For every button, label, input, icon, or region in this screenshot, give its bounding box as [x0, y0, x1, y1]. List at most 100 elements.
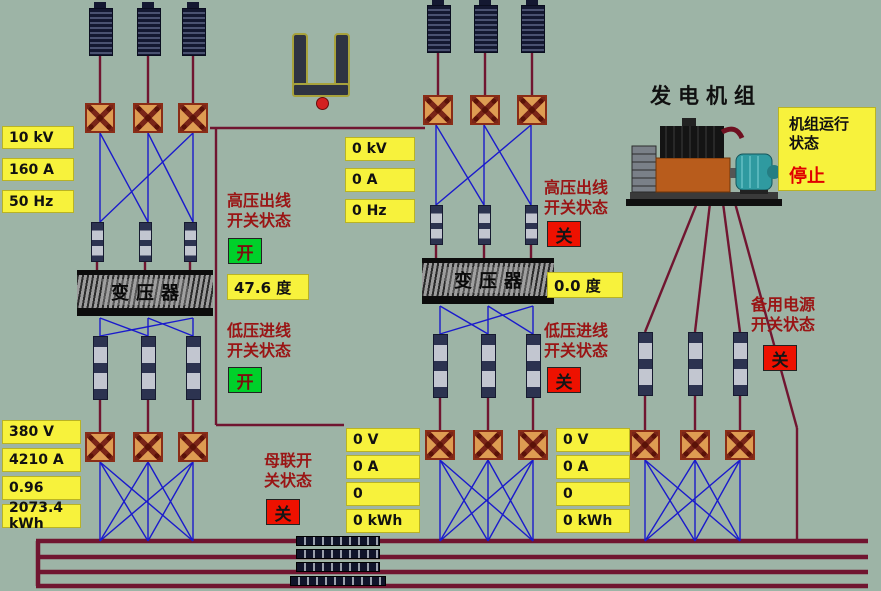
hv-voltage-label: 10 kV	[2, 126, 74, 149]
drawout-breaker-symbol[interactable]	[474, 0, 498, 53]
transformer-terminal-bar	[77, 308, 213, 316]
stack-row	[296, 549, 380, 559]
transformer-terminal-bar	[422, 296, 554, 304]
lv2-voltage-label: 0 V	[346, 428, 420, 452]
wire	[487, 305, 534, 335]
drawout-breaker-symbol[interactable]	[521, 0, 545, 53]
lv-breaker-symbol[interactable]	[480, 334, 496, 398]
transformer1-temperature: 47.6 度	[227, 274, 309, 300]
t2-lv-state-button[interactable]: 关	[547, 367, 581, 393]
transformer-terminal-bar	[77, 270, 213, 275]
disconnector-switch-symbol[interactable]	[423, 95, 453, 125]
lv-breaker-symbol[interactable]	[92, 336, 108, 400]
t1-lv-status-label: 低压进线 开关状态	[227, 321, 291, 361]
lv3-powerfactor-label: 0	[556, 482, 630, 506]
t2-hv-state-button[interactable]: 关	[547, 221, 581, 247]
hv-fuse-symbol[interactable]	[477, 205, 491, 245]
backup-power-state-button[interactable]: 关	[763, 345, 797, 371]
wire	[435, 124, 485, 206]
disconnector-switch-symbol[interactable]	[178, 432, 208, 462]
t2-hv-status-label: 高压出线 开关状态	[544, 178, 608, 218]
wire	[147, 132, 194, 223]
status-line: 开关状态	[227, 211, 292, 230]
wire	[487, 459, 534, 542]
transformer-1[interactable]: 变压器	[77, 270, 213, 316]
hv-meter-group: 10 kV 160 A 50 Hz	[2, 126, 74, 213]
hv-fuse-symbol[interactable]	[183, 222, 197, 262]
generator-graphic[interactable]	[624, 112, 784, 212]
wire	[439, 305, 534, 335]
transformer-terminal-bar	[422, 258, 554, 263]
disconnector-switch-symbol[interactable]	[85, 432, 115, 462]
lv-energy-label: 2073.4 kWh	[2, 500, 81, 532]
disconnector-switch-symbol[interactable]	[725, 430, 755, 460]
wire	[99, 132, 149, 223]
status-line: 母联开	[263, 451, 312, 470]
status-line: 高压出线	[544, 178, 609, 197]
lv-breaker-symbol[interactable]	[185, 336, 201, 400]
disconnector-switch-symbol[interactable]	[85, 103, 115, 133]
wire	[439, 459, 534, 542]
drawout-breaker-symbol[interactable]	[182, 2, 206, 56]
disconnector-switch-symbol[interactable]	[630, 430, 660, 460]
hoist-cross-bar	[292, 83, 350, 97]
hv-fuse-symbol[interactable]	[524, 205, 538, 245]
status-line: 低压进线	[544, 321, 609, 340]
t1-hv-state-button[interactable]: 开	[228, 238, 262, 264]
hv-fuse-symbol[interactable]	[138, 222, 152, 262]
bus-tie-state-button[interactable]: 关	[266, 499, 300, 525]
wire	[693, 202, 712, 333]
status-line: 低压进线	[227, 321, 292, 340]
generator-run-state: 停止	[789, 166, 825, 187]
lv-breaker-symbol[interactable]	[637, 332, 653, 396]
drawout-breaker-symbol[interactable]	[137, 2, 161, 56]
hoist-ball-icon	[316, 97, 329, 110]
busbar-equipment-stack	[290, 536, 386, 590]
transformer2-temperature: 0.0 度	[547, 272, 623, 298]
lv-breaker-symbol[interactable]	[432, 334, 448, 398]
status-line: 状态	[789, 134, 820, 152]
wire	[644, 459, 696, 542]
disconnector-switch-symbol[interactable]	[425, 430, 455, 460]
mv-frequency-label: 0 Hz	[345, 199, 415, 223]
disconnector-switch-symbol[interactable]	[517, 95, 547, 125]
lv-breaker-symbol[interactable]	[525, 334, 541, 398]
backup-power-status-label: 备用电源 开关状态	[751, 295, 815, 335]
drawout-breaker-symbol[interactable]	[89, 2, 113, 56]
wire	[99, 132, 194, 223]
wire	[147, 317, 194, 337]
hv-fuse-symbol[interactable]	[429, 205, 443, 245]
lv-breaker-symbol[interactable]	[732, 332, 748, 396]
transformer-2[interactable]: 变压器	[422, 258, 554, 304]
wire	[99, 461, 149, 542]
disconnector-switch-symbol[interactable]	[473, 430, 503, 460]
lv2-energy-label: 0 kWh	[346, 509, 420, 533]
lv-breaker-symbol[interactable]	[687, 332, 703, 396]
lv-meter-group-mid2: 0 V 0 A 0 0 kWh	[556, 428, 630, 533]
disconnector-switch-symbol[interactable]	[470, 95, 500, 125]
disconnector-switch-symbol[interactable]	[133, 432, 163, 462]
hv-fuse-symbol[interactable]	[90, 222, 104, 262]
wire	[99, 461, 194, 542]
t1-lv-state-button[interactable]: 开	[228, 367, 262, 393]
lv-powerfactor-label: 0.96	[2, 476, 81, 500]
generator-title: 发电机组	[650, 84, 762, 108]
lv-current-label: 4210 A	[2, 448, 81, 472]
wire	[483, 124, 532, 206]
drawout-breaker-symbol[interactable]	[427, 0, 451, 53]
disconnector-switch-symbol[interactable]	[518, 430, 548, 460]
status-line: 机组运行	[789, 115, 850, 133]
transformer-body: 变压器	[422, 263, 554, 296]
bus-tie-status-label: 母联开 关状态	[250, 451, 326, 491]
mv-voltage-label: 0 kV	[345, 137, 415, 161]
stack-row	[296, 536, 380, 546]
disconnector-switch-symbol[interactable]	[133, 103, 163, 133]
lv-breaker-symbol[interactable]	[140, 336, 156, 400]
wire	[439, 459, 489, 542]
disconnector-switch-symbol[interactable]	[178, 103, 208, 133]
wire	[733, 202, 799, 429]
disconnector-switch-symbol[interactable]	[680, 430, 710, 460]
status-line: 开关状态	[544, 198, 609, 217]
